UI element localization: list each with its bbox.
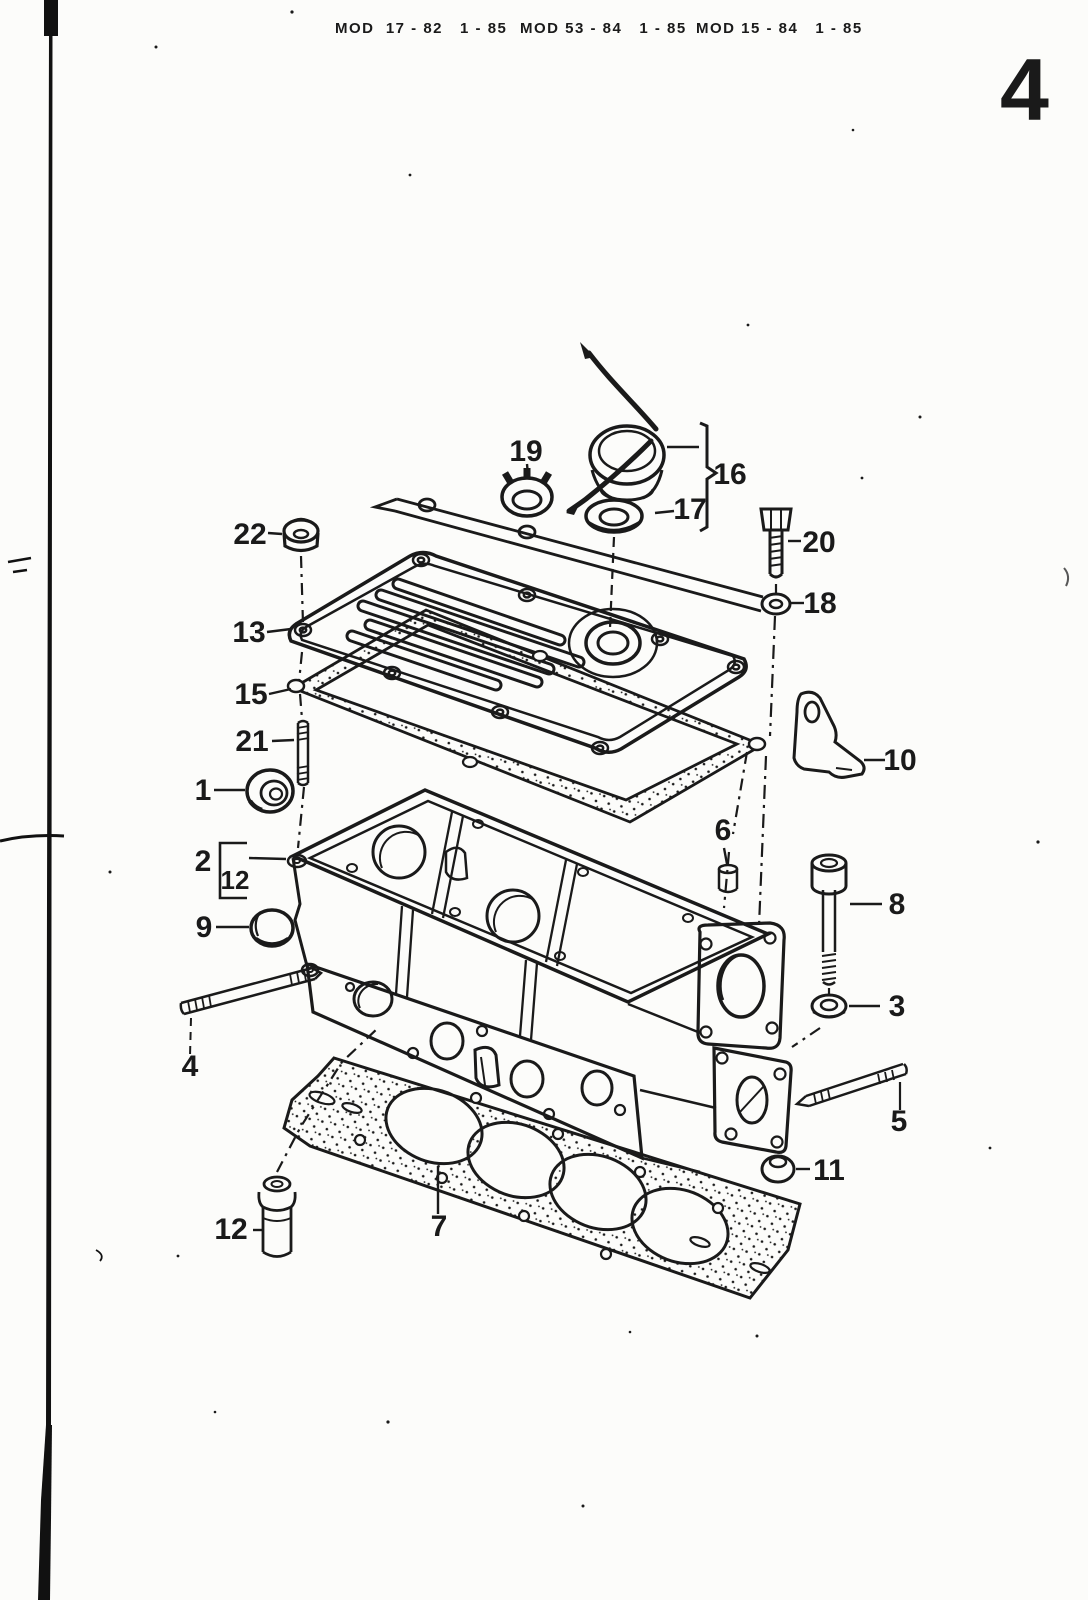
dowel-pin [717, 863, 739, 894]
callout-10: 10 [883, 744, 916, 777]
page-number: 4 [1000, 40, 1049, 139]
leader-lines [214, 463, 885, 1232]
valve-guide [257, 1027, 379, 1258]
scan-speckles [108, 10, 1040, 1508]
callout-17: 17 [673, 493, 706, 526]
callout-3: 3 [889, 990, 906, 1023]
cap-seal-ring [584, 498, 644, 629]
callout-labels: 22 13 15 21 1 2 12 9 4 12 7 19 16 17 20 … [182, 435, 917, 1246]
seal-ring [245, 768, 295, 814]
callout-2: 2 [195, 845, 212, 878]
callout-16: 16 [713, 458, 746, 491]
dipstick-wire [566, 342, 659, 515]
cap-retainer [500, 468, 554, 518]
callout-7: 7 [431, 1210, 448, 1243]
cover-bolt [757, 507, 793, 927]
callout-8: 8 [889, 888, 906, 921]
lifting-bracket [792, 690, 866, 779]
strip-eyelet-18 [760, 592, 792, 616]
callout-9: 9 [196, 911, 213, 944]
callout-5: 5 [891, 1105, 908, 1138]
bolt-washer [791, 993, 848, 1048]
callout-12a: 12 [221, 865, 250, 895]
callout-1: 1 [195, 774, 212, 807]
callout-4: 4 [182, 1050, 199, 1083]
callout-20: 20 [802, 526, 835, 559]
head-stud-right [794, 1062, 908, 1110]
model-code-1: MOD 17 - 82 1 - 85 [335, 20, 508, 37]
callout-11: 11 [813, 1154, 845, 1187]
baffle-strip [369, 497, 764, 613]
cap-nut [282, 517, 320, 849]
callout-15: 15 [234, 678, 267, 711]
cover-stud [296, 719, 310, 787]
grommet [760, 1154, 796, 1184]
group-bracket-16 [667, 421, 719, 533]
callout-21: 21 [235, 725, 268, 758]
callout-13: 13 [232, 616, 265, 649]
callout-12b: 12 [214, 1213, 247, 1246]
callout-6: 6 [715, 814, 732, 847]
cover-gasket [286, 608, 767, 824]
model-code-2: MOD 53 - 84 1 - 85 [520, 20, 687, 37]
model-code-3: MOD 15 - 84 1 - 85 [696, 20, 863, 37]
callout-19: 19 [509, 435, 542, 468]
head-gasket [282, 1056, 802, 1300]
core-plug [249, 908, 295, 948]
head-stud-left [179, 966, 324, 1057]
callout-18: 18 [803, 587, 836, 620]
head-bolt [810, 853, 848, 998]
callout-22: 22 [233, 518, 266, 551]
page-header: MOD 17 - 82 1 - 85 MOD 53 - 84 1 - 85 MO… [0, 20, 1088, 44]
